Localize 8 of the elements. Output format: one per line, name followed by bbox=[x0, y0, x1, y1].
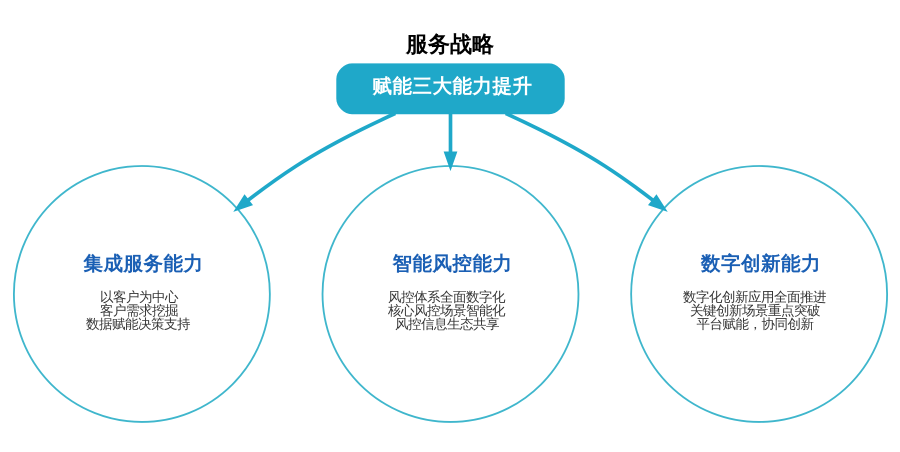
arrow bbox=[232, 112, 396, 212]
node-circle: 集成服务能力 以客户为中心 客户需求挖掘 数据赋能决策支持 bbox=[12, 165, 270, 423]
arrow bbox=[504, 112, 668, 212]
node-circle: 智能风控能力 风控体系全面数字化 核心风控场景智能化 风控信息生态共享 bbox=[321, 165, 579, 423]
node-box: 赋能三大能力提升 bbox=[336, 63, 564, 114]
node-circle: 数字创新能力 数字化创新应用全面推进 关键创新场景重点突破 平台赋能，协同创新 bbox=[630, 165, 888, 423]
arrow bbox=[443, 114, 457, 172]
diagram-title: 服务战略 bbox=[405, 32, 494, 58]
